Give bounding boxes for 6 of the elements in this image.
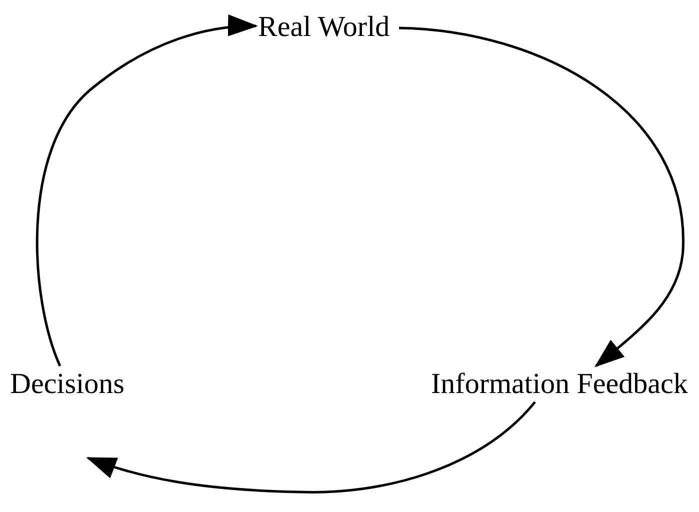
node-label: Decisions xyxy=(10,368,124,400)
curved-arrow xyxy=(86,401,536,494)
node-label: Information Feedback xyxy=(431,368,688,400)
curved-arrow xyxy=(36,15,258,366)
node-label: Real World xyxy=(258,11,390,43)
curved-arrow xyxy=(398,26,684,368)
